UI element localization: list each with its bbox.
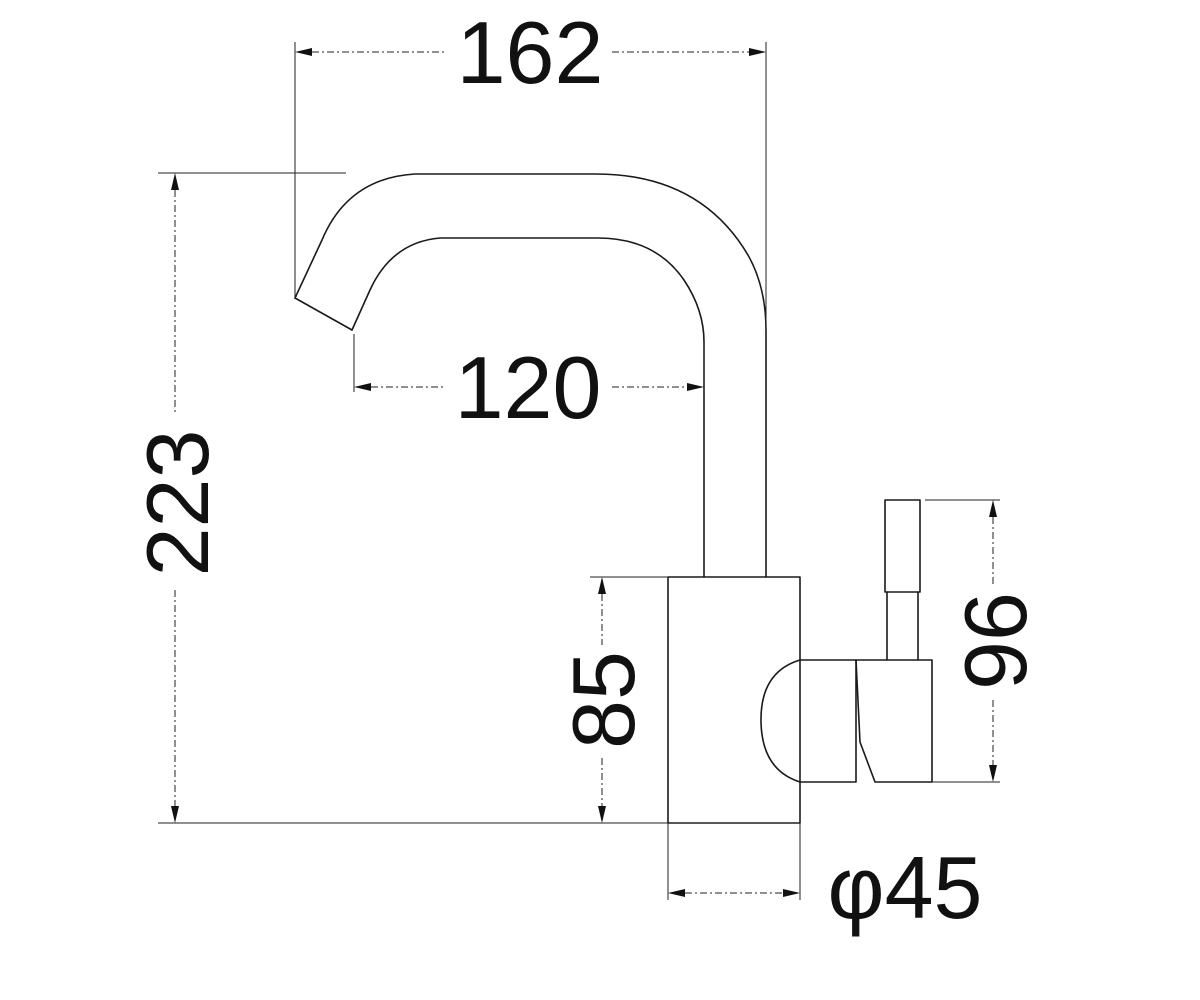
arrow-96-top [989,500,997,517]
spout-inner-edge [351,237,705,578]
arrow-85-bottom [598,806,606,823]
arrowheads [171,48,997,897]
arrow-162-left [295,48,312,56]
handle-hub [760,659,801,783]
dim-label-162: 162 [457,3,604,102]
lever-stem [886,591,919,661]
dim-label-45: φ45 [828,838,983,937]
arrow-45-left [668,889,685,897]
dim-label-85: 85 [554,651,653,749]
arrow-120-right [687,383,704,391]
arrow-120-left [354,383,371,391]
arrow-223-bottom [171,806,179,823]
extension-lines [158,42,1000,900]
arrow-85-top [598,577,606,594]
dim-label-223: 223 [128,430,227,577]
dimension-labels: 162 120 223 85 96 φ45 [128,3,1045,937]
arrow-45-right [783,889,800,897]
dim-label-120: 120 [455,338,602,437]
spout-outer-edge [294,173,767,578]
lever-housing [855,659,933,783]
faucet-body [667,576,801,824]
lever-knob [884,499,921,593]
faucet-outline [294,173,933,824]
spout-tip [294,297,353,331]
handle-hub-top [799,659,857,783]
arrow-162-right [749,48,766,56]
arrow-96-bottom [989,765,997,782]
dimension-lines [174,51,994,894]
arrow-223-top [171,173,179,190]
dim-label-96: 96 [946,592,1045,690]
